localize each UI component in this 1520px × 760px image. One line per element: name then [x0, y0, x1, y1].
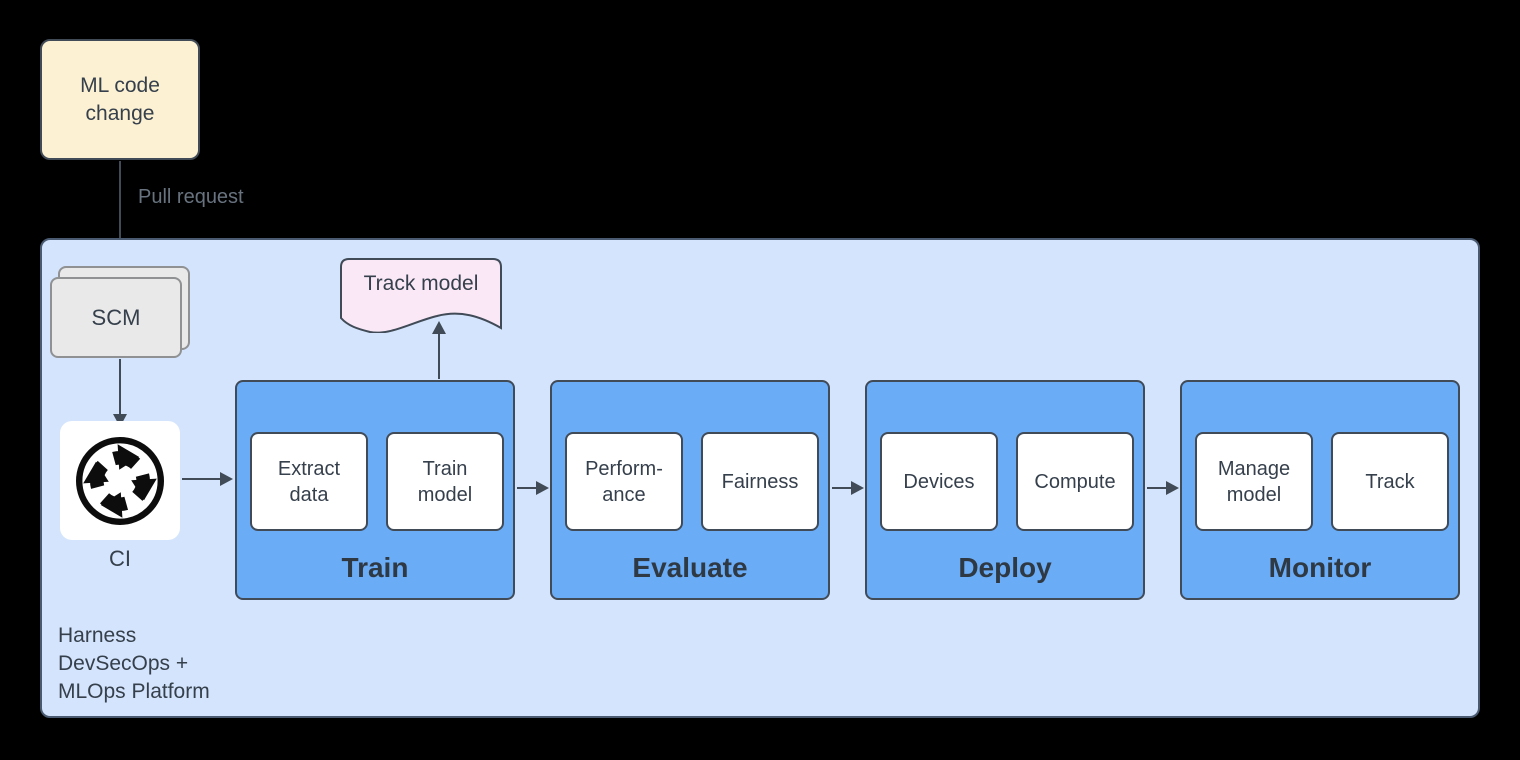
train-to-evaluate-arrowhead-icon — [536, 481, 549, 495]
evaluate-fairness-box: Fairness — [701, 432, 819, 531]
stage-evaluate: Perform- ance Fairness Evaluate — [550, 380, 830, 600]
stage-title-deploy: Deploy — [958, 552, 1052, 583]
deploy-compute-box: Compute — [1016, 432, 1134, 531]
train-to-track-model-line — [438, 334, 440, 379]
ml-code-change-box: ML code change — [40, 39, 200, 160]
deploy-to-monitor-line — [1147, 487, 1167, 489]
stage-title-train: Train — [341, 552, 409, 583]
monitor-manage-model-box: Manage model — [1195, 432, 1313, 531]
train-to-track-model-arrowhead-icon — [432, 321, 446, 334]
track-model-label: Track model — [363, 272, 479, 295]
train-extract-data-box: Extract data — [250, 432, 368, 531]
stage-deploy: Devices Compute Deploy — [865, 380, 1145, 600]
evaluate-to-deploy-arrowhead-icon — [851, 481, 864, 495]
ci-label: CI — [109, 546, 131, 571]
train-to-evaluate-line — [517, 487, 537, 489]
train-train-model-box: Train model — [386, 432, 504, 531]
ci-cycle-icon — [76, 436, 164, 525]
deploy-devices-box: Devices — [880, 432, 998, 531]
pull-request-label: Pull request — [138, 186, 244, 208]
scm-to-ci-line — [119, 359, 121, 414]
evaluate-to-deploy-line — [832, 487, 852, 489]
stage-title-evaluate: Evaluate — [632, 552, 748, 583]
stage-monitor: Manage model Track Monitor — [1180, 380, 1460, 600]
track-model-document — [340, 258, 502, 334]
evaluate-performance-box: Perform- ance — [565, 432, 683, 531]
ci-to-train-arrowhead-icon — [220, 472, 233, 486]
deploy-to-monitor-arrowhead-icon — [1166, 481, 1179, 495]
ci-to-train-line — [182, 478, 221, 480]
stage-title-monitor: Monitor — [1268, 552, 1372, 583]
pull-request-line — [119, 161, 121, 256]
platform-label: Harness DevSecOps + MLOps Platform — [58, 624, 210, 703]
document-shape-icon — [340, 258, 502, 334]
ci-tile — [60, 421, 180, 540]
monitor-track-box: Track — [1331, 432, 1449, 531]
scm-box: SCM — [50, 277, 182, 358]
stage-train: Extract data Train model Train — [235, 380, 515, 600]
